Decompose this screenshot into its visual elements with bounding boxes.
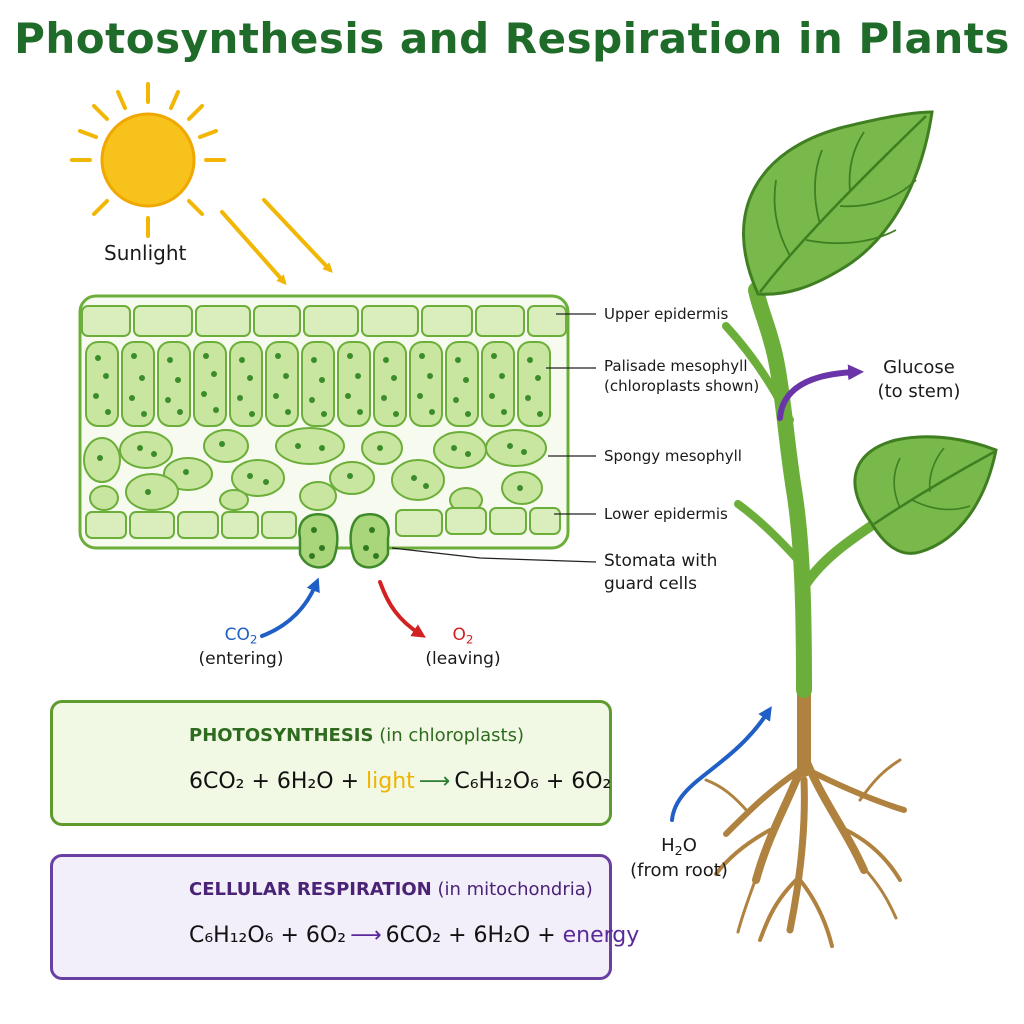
photosynthesis-eq-right: C₆H₁₂O₆ + 6O₂ (454, 769, 612, 794)
photosynthesis-box: PHOTOSYNTHESIS (in chloroplasts) 6CO₂ + … (50, 700, 612, 826)
o2-note: (leaving) (425, 648, 501, 669)
label-stomata-line1: Stomata with (604, 551, 718, 571)
photosynthesis-heading: PHOTOSYNTHESIS (in chloroplasts) (189, 725, 524, 746)
o2-subscript: 2 (465, 632, 474, 647)
label-stomata-line2: guard cells (604, 573, 697, 594)
respiration-eq-left: C₆H₁₂O₆ + 6O₂ (189, 923, 347, 948)
photosynthesis-eq-arrow: ⟶ (418, 769, 451, 794)
h2o-o: O (682, 835, 697, 856)
co2-arrow (260, 577, 320, 638)
leaf-cross-section (78, 294, 570, 569)
chloroplasts (93, 353, 543, 417)
spongy-mesophyll (83, 427, 547, 513)
glucose-line1: Glucose (883, 357, 955, 378)
respiration-eq-energy: energy (562, 923, 640, 948)
h2o-arrow (670, 706, 772, 822)
o2-label: O2 (leaving) (418, 624, 508, 671)
spongy-chloroplasts (97, 441, 527, 495)
respiration-eq-right: 6CO₂ + 6H₂O + (385, 923, 563, 948)
respiration-heading: CELLULAR RESPIRATION (in mitochondria) (189, 879, 593, 900)
co2-note: (entering) (198, 648, 284, 669)
respiration-equation: C₆H₁₂O₆ + 6O₂⟶6CO₂ + 6H₂O + energy (189, 923, 639, 948)
right-leaf (853, 435, 998, 555)
co2-subscript: 2 (249, 632, 258, 647)
label-stomata: Stomata with guard cells (604, 550, 717, 596)
o2-arrow (378, 580, 426, 638)
glucose-arrow (777, 364, 864, 421)
h2o-label: H2O (from root) (624, 834, 734, 883)
sunlight-arrows (220, 198, 333, 285)
page-title: Photosynthesis and Respiration in Plants (14, 14, 1010, 63)
leader-lines (391, 313, 597, 563)
roots (704, 679, 907, 948)
guard-cells (298, 513, 390, 569)
h2o-subscript: 2 (674, 842, 683, 858)
sun-icon (70, 82, 226, 238)
photosynthesis-eq-left: 6CO₂ + 6H₂O + (189, 769, 367, 794)
sunlight-label: Sunlight (104, 241, 187, 265)
plant-illustration (704, 110, 998, 948)
respiration-location: (in mitochondria) (437, 879, 593, 900)
glucose-label: Glucose (to stem) (864, 356, 974, 405)
stem (748, 282, 812, 698)
h2o-h: H (661, 835, 675, 856)
o2-text: O (452, 625, 466, 645)
label-spongy: Spongy mesophyll (604, 447, 742, 465)
co2-label: CO2 (entering) (196, 624, 286, 671)
glucose-line2: (to stem) (877, 381, 961, 403)
label-palisade-line2: (chloroplasts shown) (604, 377, 760, 396)
photosynthesis-eq-light: light (366, 769, 415, 794)
label-palisade: Palisade mesophyll (chloroplasts shown) (604, 356, 759, 397)
respiration-box: CELLULAR RESPIRATION (in mitochondria) C… (50, 854, 639, 980)
respiration-eq-arrow: ⟶ (350, 923, 382, 948)
lower-epidermis (85, 507, 561, 539)
photosynthesis-location: (in chloroplasts) (379, 725, 524, 746)
label-palisade-line1: Palisade mesophyll (604, 357, 748, 375)
respiration-title: CELLULAR RESPIRATION (189, 879, 432, 900)
photosynthesis-title: PHOTOSYNTHESIS (189, 725, 374, 746)
photosynthesis-equation: 6CO₂ + 6H₂O + light⟶C₆H₁₂O₆ + 6O₂ (189, 769, 611, 794)
label-lower-epidermis: Lower epidermis (604, 505, 728, 523)
upper-epidermis (81, 305, 567, 337)
h2o-note: (from root) (630, 859, 728, 881)
top-leaf (742, 110, 934, 296)
co2-text: CO (224, 625, 250, 645)
palisade-mesophyll (85, 341, 551, 427)
label-upper-epidermis: Upper epidermis (604, 305, 729, 323)
